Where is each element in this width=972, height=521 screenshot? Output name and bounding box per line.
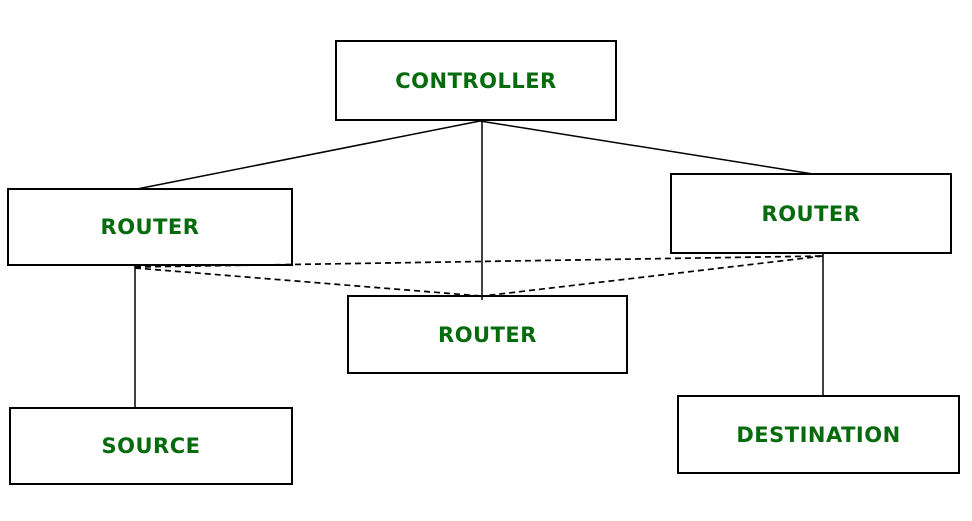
node-router-left: ROUTER: [7, 188, 293, 266]
source-label: SOURCE: [101, 434, 201, 458]
router-left-label: ROUTER: [100, 215, 200, 239]
node-router-right: ROUTER: [670, 173, 952, 254]
edge-router-left-router-middle: [134, 267, 482, 297]
controller-label: CONTROLLER: [395, 68, 557, 93]
edge-controller-router-left: [136, 120, 481, 190]
edge-router-right-router-middle: [482, 255, 824, 297]
node-source: SOURCE: [9, 407, 293, 485]
router-middle-label: ROUTER: [438, 322, 537, 347]
node-controller: CONTROLLER: [335, 40, 617, 121]
node-router-middle: ROUTER: [347, 295, 628, 374]
node-destination: DESTINATION: [677, 395, 960, 474]
edge-controller-router-right: [479, 120, 814, 175]
destination-label: DESTINATION: [736, 422, 901, 447]
router-right-label: ROUTER: [761, 201, 861, 226]
